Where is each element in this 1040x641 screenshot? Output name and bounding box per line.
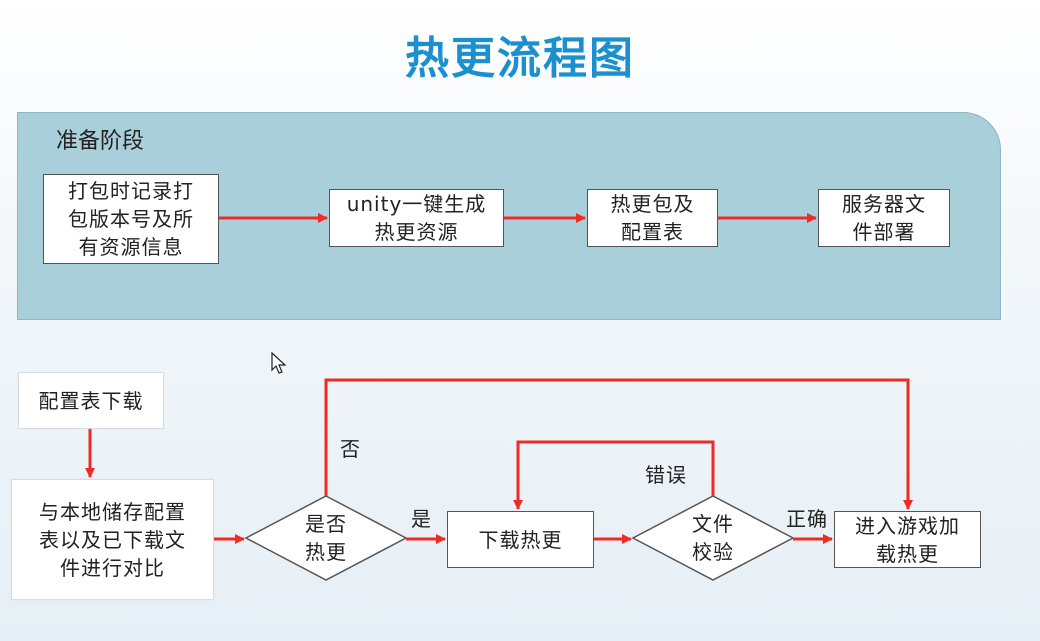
file-check-label: 文件 校验 <box>692 512 734 564</box>
page-title: 热更流程图 <box>405 33 635 84</box>
prep-step-server-deploy: 服务器文 件部署 <box>818 189 950 247</box>
file-check-diamond <box>631 495 795 581</box>
prep-stage-title: 准备阶段 <box>56 129 145 154</box>
compare-box: 与本地储存配置 表以及已下载文 件进行对比 <box>11 479 214 600</box>
edge-label-correct: 正确 <box>786 507 828 531</box>
decision-hotupdate-diamond <box>244 495 408 581</box>
mouse-cursor-icon <box>271 352 287 374</box>
config-download-box: 配置表下载 <box>18 372 164 429</box>
prep-step-unity-generate: unity一键生成 热更资源 <box>329 189 504 247</box>
download-hotupdate-box: 下载热更 <box>447 511 594 568</box>
edge-label-error: 错误 <box>645 463 687 487</box>
prep-step-package-config: 热更包及 配置表 <box>587 189 718 247</box>
edge-label-no: 否 <box>340 437 361 461</box>
prep-step-package-record: 打包时记录打 包版本号及所 有资源信息 <box>43 174 219 264</box>
edge-label-yes: 是 <box>411 507 432 531</box>
arrow-no-to-enter <box>324 378 913 510</box>
decision-hotupdate-label: 是否 热更 <box>305 512 347 564</box>
arrow-error-to-download <box>513 440 715 510</box>
enter-game-box: 进入游戏加 载热更 <box>834 511 981 568</box>
